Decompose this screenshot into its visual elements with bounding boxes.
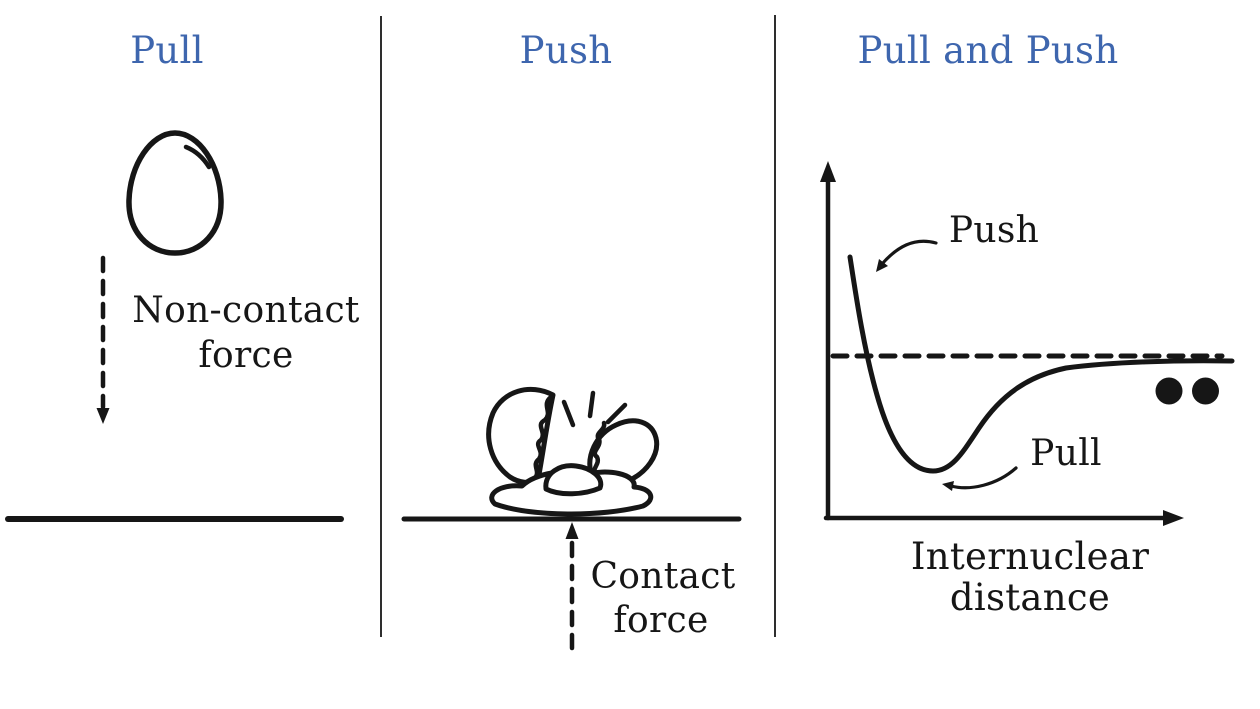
x-axis-label-line1: Internuclear: [910, 535, 1150, 578]
contact-force-label-line2: force: [613, 600, 709, 641]
panel-push-title: Push: [519, 29, 613, 72]
graph-pull-label: Pull: [1030, 433, 1102, 474]
down-dashed-arrow-icon: [96, 255, 110, 424]
pull-annotation-arrow-icon: [942, 466, 1018, 491]
graph-push-label: Push: [948, 210, 1040, 251]
panel-push-art: [401, 386, 742, 651]
panel-graph-art: [820, 161, 1235, 526]
y-axis: [820, 161, 836, 521]
push-annotation-arrow-icon: [876, 239, 938, 272]
impact-lines-icon: [561, 390, 628, 428]
x-axis: [823, 510, 1184, 526]
egg-icon: [126, 130, 224, 256]
noncontact-force-label-line1: Non-contact: [132, 290, 360, 331]
potential-curve: [847, 254, 1235, 474]
noncontact-force-label-line2: force: [198, 335, 294, 376]
panel-dividers: [380, 15, 776, 637]
contact-force-label-line1: Contact: [590, 556, 736, 597]
panel-pull-art: [5, 130, 344, 522]
panel-pull-title: Pull: [130, 29, 204, 72]
cracked-egg-icon: [486, 386, 660, 517]
up-dashed-arrow-icon: [565, 522, 579, 651]
panel-pull-and-push-title: Pull and Push: [857, 29, 1119, 72]
x-axis-label-line2: distance: [949, 576, 1111, 619]
atoms-icon: [1155, 377, 1219, 405]
